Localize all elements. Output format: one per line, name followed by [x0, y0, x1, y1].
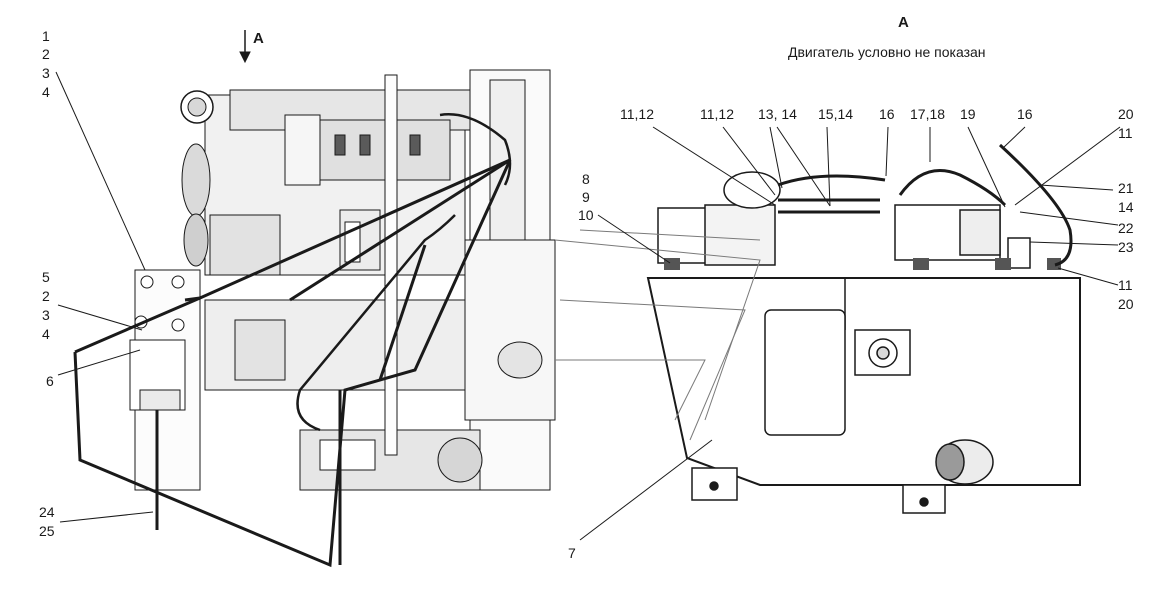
- callout-21: 21: [1118, 180, 1134, 196]
- engine-assembly: [73, 69, 556, 568]
- callout-16-b: 16: [1017, 106, 1033, 122]
- callout-8: 8: [582, 171, 590, 187]
- callout-16-a: 16: [879, 106, 895, 122]
- leader-lines: [55, 71, 1121, 541]
- callout-7: 7: [568, 545, 576, 561]
- callout-4: 4: [42, 84, 50, 100]
- callout-11-12-a: 11,12: [620, 106, 654, 122]
- callout-5: 5: [42, 269, 50, 285]
- tank-assembly: [646, 143, 1081, 514]
- callout-11-b: 11: [1118, 277, 1133, 293]
- callout-19: 19: [960, 106, 976, 122]
- callout-17-18: 17,18: [910, 106, 946, 122]
- callout-1: 1: [42, 28, 50, 44]
- callout-10: 10: [578, 207, 594, 223]
- view-a-arrow: [239, 30, 251, 64]
- callout-22: 22: [1118, 220, 1134, 236]
- callout-20-b: 20: [1118, 296, 1134, 312]
- callout-11-a: 11: [1118, 125, 1133, 141]
- hidden-lines: [554, 229, 761, 441]
- callout-23: 23: [1118, 239, 1134, 255]
- callout-2: 2: [42, 46, 50, 62]
- callout-2b: 2: [42, 288, 50, 304]
- view-marker-letter: А: [253, 30, 264, 47]
- callout-6: 6: [46, 373, 54, 389]
- callout-15-14: 15,14: [818, 106, 854, 122]
- callout-25: 25: [39, 523, 55, 539]
- callout-4b: 4: [42, 326, 50, 342]
- callout-3: 3: [42, 65, 50, 81]
- view-title-note: Двигатель условно не показан: [788, 44, 986, 60]
- callout-14: 14: [1118, 199, 1134, 215]
- callout-13-14: 13, 14: [758, 106, 797, 122]
- callout-20-a: 20: [1118, 106, 1134, 122]
- view-title-letter: А: [898, 14, 909, 31]
- callout-24: 24: [39, 504, 55, 520]
- callout-9: 9: [582, 189, 590, 205]
- callout-3b: 3: [42, 307, 50, 323]
- callout-11-12-b: 11,12: [700, 106, 734, 122]
